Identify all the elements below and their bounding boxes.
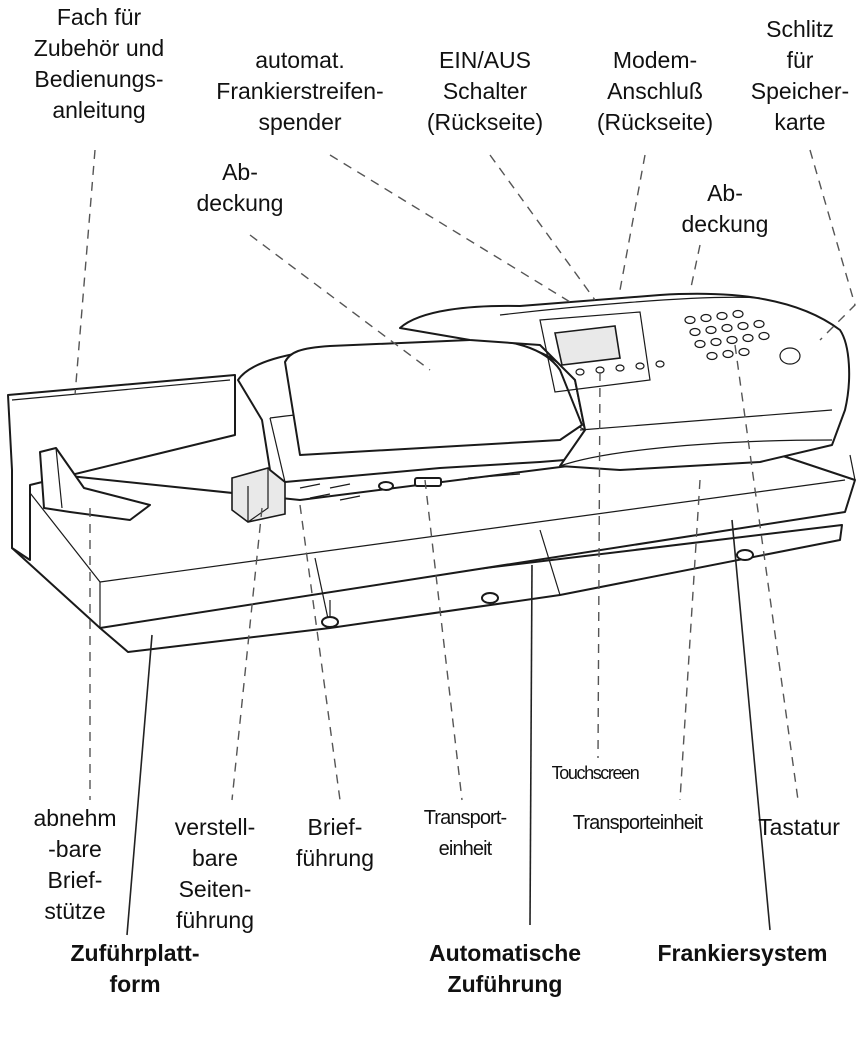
automatic-feeder-module (237, 338, 586, 491)
label-transport-einheit: Transport-einheit (423, 807, 507, 860)
label-tastatur: Tastatur (758, 814, 840, 840)
label-zufuehrplattform: Zuführplatt-form (70, 940, 200, 997)
label-frankierstreifenspender: automat.Frankierstreifen-spender (216, 47, 384, 135)
label-touchscreen: Touchscreen (551, 763, 640, 783)
feeder-wall (7, 374, 361, 561)
label-abdeckung-right: Ab-deckung (681, 180, 769, 237)
label-modem-anschluss: Modem-Anschluß(Rückseite) (596, 47, 714, 135)
label-abdeckung-left: Ab-deckung (196, 159, 284, 216)
solid-leaders (126, 519, 771, 936)
label-transporteinheit: Transporteinheit (572, 812, 703, 834)
leader-lines (74, 149, 856, 801)
label-frankiersystem: Frankiersystem (657, 940, 828, 966)
base-platform (11, 454, 856, 653)
franking-system-module (399, 292, 856, 481)
label-brieffuehrung: Brief-führung (295, 814, 374, 871)
